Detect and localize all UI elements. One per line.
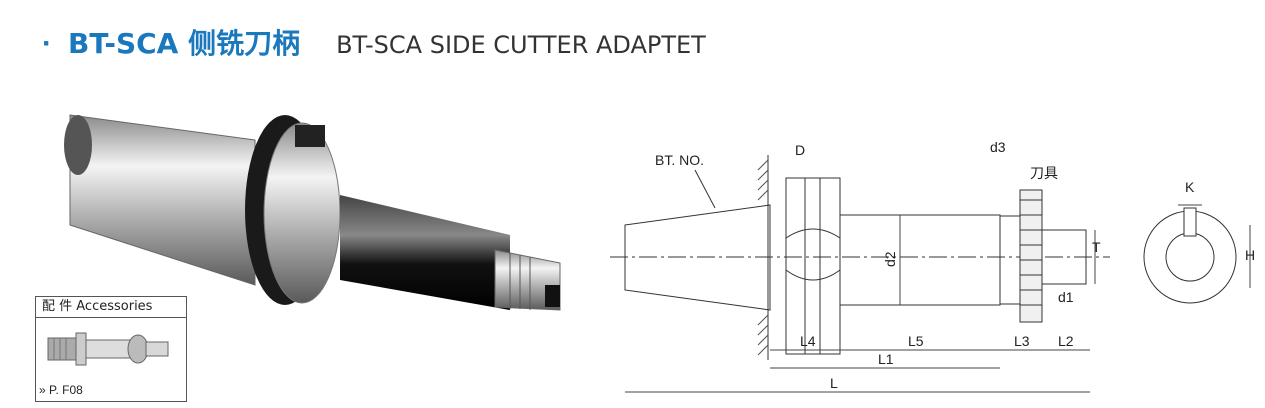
- collar-ridges: [494, 249, 561, 311]
- drive-key: [545, 285, 560, 307]
- product-photo: [64, 114, 561, 311]
- drawing-cutter: [1019, 189, 1043, 323]
- label-T: T: [1092, 239, 1101, 255]
- label-d2: d2: [882, 251, 898, 267]
- label-K: K: [1185, 179, 1195, 195]
- shank: [340, 195, 510, 310]
- accessories-box: 配 件 Accessories » P. F08: [35, 296, 187, 402]
- accessories-ref: » P. F08: [39, 383, 83, 397]
- title-chinese: BT-SCA 侧铣刀柄: [68, 27, 301, 60]
- wall-hatch: [757, 159, 769, 356]
- label-L1: L1: [878, 351, 894, 367]
- drawing-body: [839, 214, 1001, 306]
- pull-stud-image: [47, 332, 169, 366]
- drawing-nose: [1041, 229, 1087, 285]
- label-bt-no: BT. NO.: [655, 152, 704, 168]
- label-L5: L5: [908, 333, 924, 349]
- taper: [69, 114, 256, 286]
- dimension-lines: [625, 204, 1251, 393]
- label-L3: L3: [1014, 333, 1030, 349]
- title-bullet: ·: [42, 27, 52, 60]
- label-H: H: [1245, 247, 1255, 263]
- flange: [263, 122, 341, 304]
- flange-notch: [295, 125, 325, 147]
- label-D: D: [795, 142, 805, 158]
- title-english: BT-SCA SIDE CUTTER ADAPTET: [336, 31, 706, 59]
- label-L: L: [830, 375, 838, 391]
- label-d3: d3: [990, 139, 1006, 155]
- end-view-bore: [1165, 232, 1215, 282]
- drawing-flange: [785, 177, 841, 355]
- page-title: · BT-SCA 侧铣刀柄 BT-SCA SIDE CUTTER ADAPTET: [42, 22, 706, 62]
- label-L2: L2: [1058, 333, 1074, 349]
- technical-drawing: BT. NO. D d3 刀具 d2 d1 T K H L4 L5 L3 L2 …: [610, 139, 1255, 393]
- label-L4: L4: [800, 333, 816, 349]
- drawing-taper: [624, 204, 771, 311]
- accessories-label: 配 件 Accessories: [36, 297, 186, 318]
- label-tool: 刀具: [1030, 165, 1058, 181]
- label-d1: d1: [1058, 289, 1074, 305]
- taper-end: [64, 115, 92, 175]
